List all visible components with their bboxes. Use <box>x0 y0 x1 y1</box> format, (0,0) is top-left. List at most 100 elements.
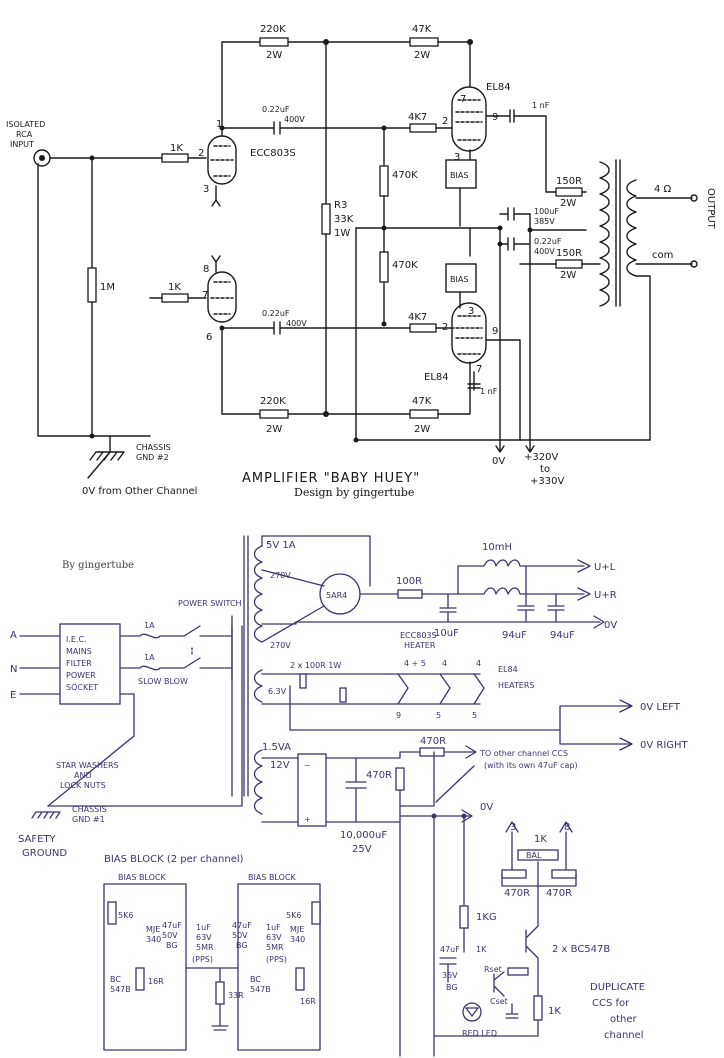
resistor-150r-top-label: 150R <box>556 176 582 187</box>
bias-5k6-right-label: 5K6 <box>286 911 301 920</box>
iec-line-5: SOCKET <box>66 683 98 692</box>
resistor-47k-top-label: 47K <box>412 24 432 35</box>
supply-hv: +320V <box>524 452 558 463</box>
resistor-470r-right <box>551 869 577 879</box>
pin-o9b: 9 <box>492 326 498 337</box>
psu-gnd1-label: GND #1 <box>72 815 105 824</box>
fuse-a <box>139 633 161 639</box>
rset-label: Rset <box>484 965 502 974</box>
bias-c1v-left: 63V <box>196 933 212 942</box>
transistors-label: 2 x BC547B <box>552 944 610 955</box>
output-label: OUTPUT <box>705 188 716 230</box>
cap-022-supply-label: 0.22uF <box>534 237 562 246</box>
bias-block-bottom <box>445 263 477 293</box>
cap-022-supply <box>499 237 531 251</box>
psu-0v-label: 0V <box>604 620 617 631</box>
resistor-220k-top-watt: 2W <box>266 50 282 61</box>
bias-16r-right-label: 16R <box>300 997 316 1006</box>
resistor-220k-bottom <box>259 409 289 419</box>
iec-line-3: FILTER <box>66 659 92 668</box>
bias-c1t-right: 5MR <box>266 943 284 952</box>
resistor-470r-top-label: 470R <box>420 736 446 747</box>
bias-c47v-left: 50V <box>162 931 178 940</box>
cap-coupling-bottom <box>273 321 281 335</box>
amplifier-credit: Design by gingertube <box>294 486 414 499</box>
zero-right-label: 0V RIGHT <box>640 740 689 751</box>
safety-label: SAFETY <box>18 834 57 845</box>
heater-res-a <box>299 673 307 689</box>
output-transformer <box>599 159 637 307</box>
svg-text:+: + <box>304 815 311 824</box>
cap-10000uf <box>345 757 367 823</box>
ccs-12v-label: 12V <box>270 760 290 771</box>
resistor-47k-bottom <box>409 409 439 419</box>
pin-5b: 5 <box>472 711 477 720</box>
resistor-470r-left <box>501 869 527 879</box>
heater-5v-label: 5V 1A <box>266 540 296 551</box>
el84-heater-sub: HEATERS <box>498 681 535 690</box>
bias-5k6-left <box>107 901 117 925</box>
power-switch <box>183 625 233 669</box>
cap-10uf <box>439 593 457 623</box>
resistor-100r <box>397 589 423 599</box>
pin-d2: 2 <box>198 148 204 159</box>
bias-bc-right: BC <box>250 975 261 984</box>
choke-right <box>457 587 585 595</box>
ecc-heater-sub: HEATER <box>404 641 436 650</box>
resistor-470k-top-label: 470K <box>392 170 418 181</box>
resistor-r3-label: R3 <box>334 200 347 211</box>
transistor-ccs-lower <box>493 971 505 997</box>
bias-c1-left: 1uF <box>196 923 211 932</box>
bias-c47t-right: BG <box>236 941 248 950</box>
psu-schematic: By gingertube A N E I.E.C. MAINS FILTER … <box>0 506 724 1058</box>
pin-o3b: 3 <box>468 306 474 317</box>
duplicate-line-4: channel <box>604 1030 644 1041</box>
resistor-470r-top <box>419 747 445 757</box>
bias-block-top <box>445 159 477 189</box>
duplicate-line-2: CCS for <box>592 998 630 1009</box>
resistor-1k-bottom-label: 1K <box>168 282 181 293</box>
resistor-150r-bottom-label: 150R <box>556 248 582 259</box>
cap-94uf-b-label: 94uF <box>550 630 575 641</box>
pin-o9a: 9 <box>492 112 498 123</box>
cap-94uf-a-label: 94uF <box>502 630 527 641</box>
bias-33r-label: 33R <box>228 991 244 1000</box>
cap-022-supply-volt: 400V <box>534 247 555 256</box>
bias-c47t-left: BG <box>166 941 178 950</box>
resistor-150r-top <box>555 187 583 197</box>
tube-ecc803s-label: ECC803S <box>250 148 296 159</box>
iec-line-2: MAINS <box>66 647 92 656</box>
mains-a: A <box>10 630 17 641</box>
cap-cset <box>505 1003 519 1019</box>
mains-transformer <box>231 535 263 815</box>
resistor-r3 <box>321 203 331 235</box>
to-other-ccs-label: TO other channel CCS <box>479 749 568 758</box>
rca-input-jack <box>33 149 51 167</box>
bias-mje2-left: 340 <box>146 935 161 944</box>
chassis-ground-2 <box>87 435 125 479</box>
fuse-a-label: 1A <box>144 621 155 630</box>
iec-line-4: POWER <box>66 671 96 680</box>
resistor-47k-top <box>409 37 439 47</box>
bias-16r-left-label: 16R <box>148 977 164 986</box>
cap-coupling-bottom-volt: 400V <box>286 319 307 328</box>
cap-10uf-label: 10uF <box>434 628 459 639</box>
resistor-1k-top <box>161 153 189 163</box>
bias-pps-right: (PPS) <box>266 955 287 964</box>
bias-block-right-outline <box>237 883 321 1051</box>
bias-block-right-title: BIAS BLOCK <box>248 873 296 882</box>
transistor-ccs-upper <box>525 925 539 977</box>
cap-47uf-volt: 35V <box>442 971 458 980</box>
heater-6v3-label: 6.3V <box>268 687 287 696</box>
pin-o2a: 2 <box>442 116 448 127</box>
resistor-r3-value: 33K <box>334 214 354 225</box>
bias-mje-right: MJE <box>290 925 304 934</box>
cap-coupling-top-volt: 400V <box>284 115 305 124</box>
resistor-470r-ccs-label: 470R <box>366 770 392 781</box>
bal-1k-label: 1K <box>534 834 547 845</box>
cset-label: Cset <box>490 997 508 1006</box>
chassis-label: CHASSIS <box>136 443 171 452</box>
psu-svg: By gingertube A N E I.E.C. MAINS FILTER … <box>10 535 689 1057</box>
out-ur-label: U+R <box>594 590 617 601</box>
output-terminal-com <box>690 260 698 268</box>
